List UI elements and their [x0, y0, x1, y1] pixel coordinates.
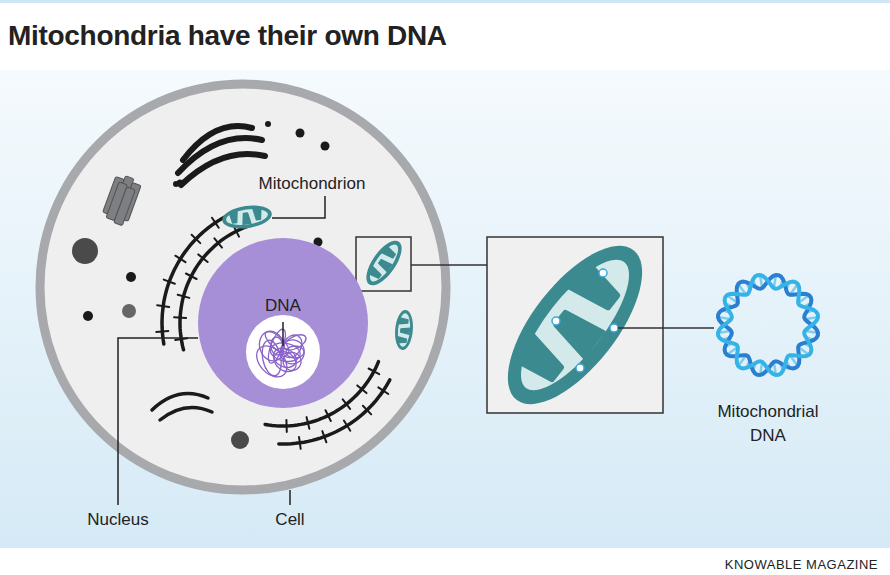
- chromatin: [198, 238, 368, 408]
- node-label: DNA: [265, 296, 301, 316]
- diagram-title: Mitochondria have their own DNA: [8, 20, 447, 52]
- part-label: Mitochondrial DNA: [708, 400, 828, 448]
- part-label: Nucleus: [87, 509, 148, 531]
- part-label: Mitochondrion: [259, 173, 366, 195]
- nucleus-circle: DNA: [198, 238, 368, 408]
- credit-watermark: KNOWABLE MAGAZINE: [725, 557, 878, 573]
- part-label: Cell: [275, 509, 304, 531]
